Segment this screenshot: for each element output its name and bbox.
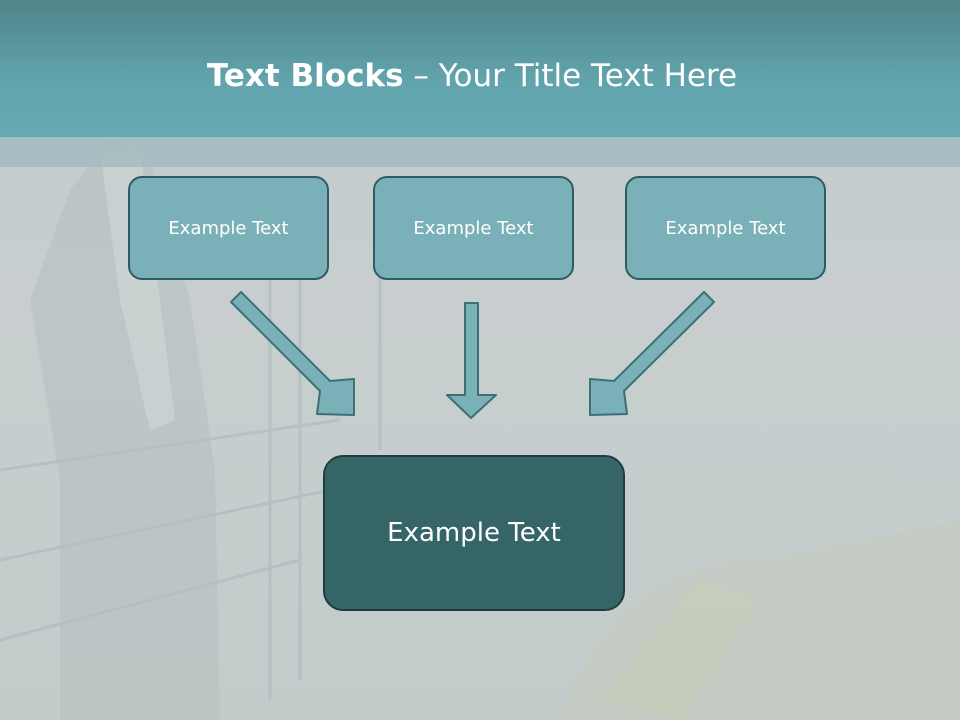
text-block-1[interactable]: Example Text bbox=[128, 176, 329, 280]
arrow-down-left-icon bbox=[589, 291, 715, 416]
slide-title-bold: Text Blocks bbox=[206, 58, 404, 94]
target-block-label: Example Text bbox=[387, 518, 561, 548]
slide-title-rest: – Your Title Text Here bbox=[403, 58, 738, 94]
title-bar bbox=[0, 0, 960, 137]
text-block-3[interactable]: Example Text bbox=[625, 176, 826, 280]
text-block-label: Example Text bbox=[413, 217, 534, 239]
arrow-down-right-icon bbox=[230, 291, 355, 416]
arrow-down-icon bbox=[446, 302, 497, 419]
text-block-2[interactable]: Example Text bbox=[373, 176, 574, 280]
text-block-label: Example Text bbox=[665, 217, 786, 239]
slide-title: Text Blocks – Your Title Text Here bbox=[0, 56, 944, 96]
title-bar-band bbox=[0, 137, 960, 167]
target-text-block[interactable]: Example Text bbox=[323, 455, 625, 611]
text-block-label: Example Text bbox=[168, 217, 289, 239]
